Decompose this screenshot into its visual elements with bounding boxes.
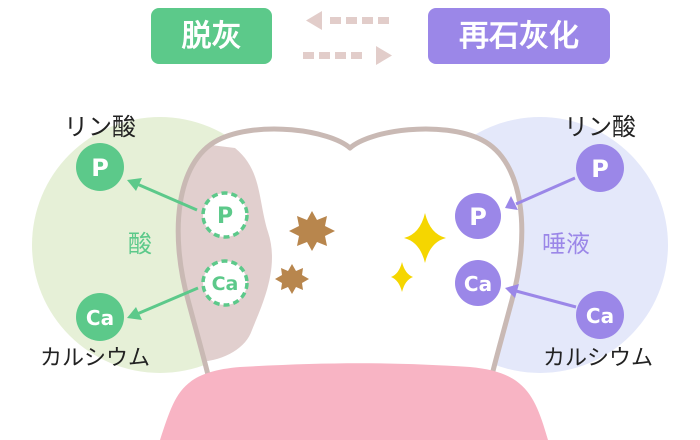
remineralization-label-box [428, 8, 610, 64]
absorbed-phosphate-symbol: P [469, 203, 487, 231]
phosphate-deposit-arrow [505, 176, 576, 210]
absorbed-phosphate-ion [455, 193, 501, 239]
dissolving-calcium-symbol: Ca [212, 273, 239, 295]
remineralization-label: 再石灰化 [459, 19, 579, 54]
right-phosphate-label: リン酸 [564, 113, 636, 141]
demineralization-label: 脱灰 [182, 19, 242, 54]
gum [160, 363, 548, 440]
left-calcium-label: カルシウム [40, 346, 150, 371]
right-calcium-ion [576, 291, 624, 339]
dissolving-calcium-ion [201, 259, 249, 307]
right-phosphate-ion [576, 144, 624, 192]
tooth [175, 126, 525, 393]
tooth-crown [178, 128, 522, 392]
demineralization-label-box [151, 8, 272, 64]
absorbed-calcium-ion [455, 260, 501, 306]
decay-spot-small [275, 264, 309, 294]
decay-spot-large [289, 211, 335, 251]
saliva-label: 唾液 [542, 230, 590, 258]
left-phosphate-ion [76, 143, 124, 191]
right-calcium-label: カルシウム [543, 346, 653, 371]
dissolving-phosphate-ion [201, 191, 249, 239]
left-phosphate-label: リン酸 [64, 113, 136, 141]
reverse-arrow [306, 11, 389, 30]
absorbed-calcium-symbol: Ca [464, 272, 492, 296]
calcium-deposit-arrow [505, 284, 577, 309]
acid-label: 酸 [128, 230, 152, 258]
tooth-outline [175, 126, 525, 393]
forward-arrow [303, 46, 392, 65]
right-calcium-symbol: Ca [586, 304, 614, 328]
sparkle-icon-large [404, 213, 446, 263]
calcium-release-arrow [127, 286, 199, 320]
right-phosphate-symbol: P [591, 155, 609, 183]
dissolving-phosphate-symbol: P [217, 204, 233, 229]
demineralized-area [178, 140, 272, 362]
left-calcium-symbol: Ca [86, 306, 114, 330]
left-calcium-ion [76, 293, 124, 341]
left-phosphate-symbol: P [91, 154, 109, 182]
phosphate-release-arrow [127, 178, 198, 212]
sparkle-icon-small [391, 262, 413, 292]
